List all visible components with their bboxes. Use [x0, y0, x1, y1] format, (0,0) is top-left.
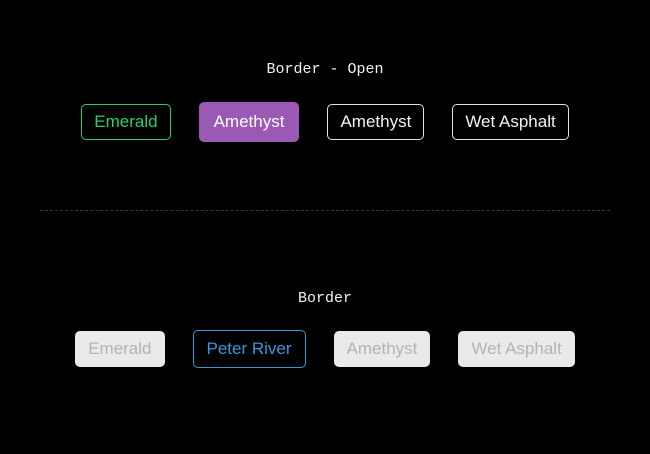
- border-button-row: Emerald Peter River Amethyst Wet Asphalt: [0, 330, 650, 368]
- border-title: Border: [297, 290, 352, 307]
- wet-asphalt-button-outline[interactable]: Wet Asphalt: [452, 104, 569, 140]
- border-open-button-row: Emerald Amethyst Amethyst Wet Asphalt: [0, 102, 650, 142]
- dashed-divider: [40, 210, 610, 211]
- border-open-title: Border - Open: [266, 61, 384, 78]
- amethyst-button-outline[interactable]: Amethyst: [327, 104, 425, 140]
- border-open-section: Border - Open Emerald Amethyst Amethyst …: [0, 0, 650, 142]
- wet-asphalt-button-gray[interactable]: Wet Asphalt: [458, 331, 575, 367]
- amethyst-button-filled[interactable]: Amethyst: [198, 102, 300, 142]
- border-section: Border Emerald Peter River Amethyst Wet …: [0, 291, 650, 368]
- amethyst-button-gray[interactable]: Amethyst: [333, 331, 431, 367]
- peter-river-button-outline[interactable]: Peter River: [192, 330, 306, 368]
- emerald-button-open[interactable]: Emerald: [81, 104, 171, 140]
- emerald-button-gray[interactable]: Emerald: [75, 331, 165, 367]
